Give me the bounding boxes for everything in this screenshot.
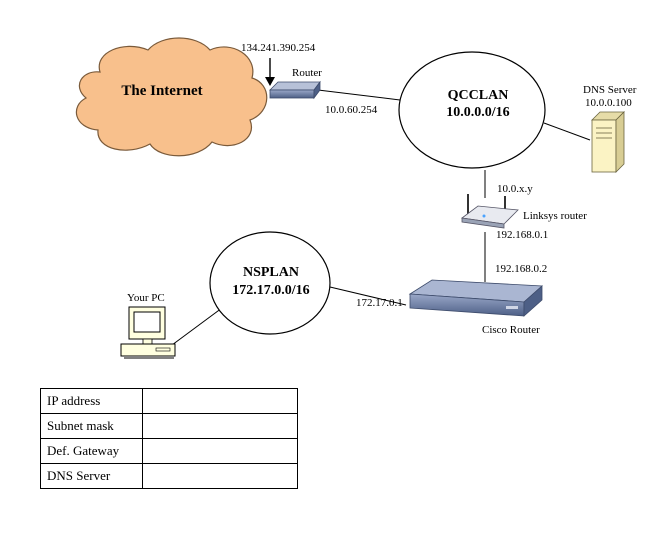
table-row: IP address bbox=[40, 388, 298, 414]
router-inner-ip-label: 10.0.60.254 bbox=[325, 104, 378, 116]
subnet-mask-value-cell[interactable] bbox=[142, 413, 298, 439]
cisco-lan-ip-label: 172.17.0.1 bbox=[356, 297, 403, 309]
dns-ip-label: 10.0.0.100 bbox=[585, 97, 632, 109]
qcclan-name: QCCLAN bbox=[448, 88, 509, 103]
arrowhead-icon bbox=[265, 77, 275, 86]
router-label: Router bbox=[292, 67, 322, 79]
qcclan-subnet: 10.0.0.0/16 bbox=[446, 105, 509, 120]
nsplan-network-ellipse bbox=[209, 231, 331, 335]
dns-server-icon bbox=[591, 111, 625, 173]
link-cisco-nsplan bbox=[329, 286, 407, 306]
linksys-label: Linksys router bbox=[523, 210, 587, 222]
table-row: Subnet mask bbox=[40, 413, 298, 439]
qcclan-network-ellipse bbox=[398, 51, 546, 169]
desktop-pc-icon bbox=[120, 306, 176, 359]
row-label-subnet-mask: Subnet mask bbox=[40, 413, 143, 439]
ip-config-table: IP address Subnet mask Def. Gateway DNS … bbox=[40, 388, 298, 489]
row-label-default-gateway: Def. Gateway bbox=[40, 438, 143, 464]
link-nsplan-pc bbox=[171, 304, 227, 346]
wireless-router-icon bbox=[460, 194, 519, 229]
pc-label: Your PC bbox=[127, 292, 165, 304]
internet-label: The Internet bbox=[121, 83, 202, 99]
dns-server-value-cell[interactable] bbox=[142, 463, 298, 489]
table-row: DNS Server bbox=[40, 463, 298, 489]
nsplan-subnet: 172.17.0.0/16 bbox=[232, 283, 309, 298]
nsplan-name: NSPLAN bbox=[243, 265, 299, 280]
row-label-dns-server: DNS Server bbox=[40, 463, 143, 489]
row-label-ip-address: IP address bbox=[40, 388, 143, 414]
router-icon bbox=[269, 80, 321, 100]
table-row: Def. Gateway bbox=[40, 438, 298, 464]
cisco-label: Cisco Router bbox=[482, 324, 540, 336]
cisco-wan-ip-label: 192.168.0.2 bbox=[495, 263, 547, 275]
link-router-qcclan bbox=[317, 89, 401, 101]
internet-cloud-icon bbox=[75, 37, 268, 157]
internet-ip-label: 134.241.390.254 bbox=[241, 42, 316, 54]
dns-label: DNS Server bbox=[583, 84, 637, 96]
link-qcclan-dns bbox=[543, 122, 591, 141]
linksys-wan-ip-label: 10.0.x.y bbox=[497, 183, 533, 195]
linksys-lan-ip-label: 192.168.0.1 bbox=[496, 229, 548, 241]
cisco-router-icon bbox=[408, 279, 543, 317]
ip-address-value-cell[interactable] bbox=[142, 388, 298, 414]
default-gateway-value-cell[interactable] bbox=[142, 438, 298, 464]
